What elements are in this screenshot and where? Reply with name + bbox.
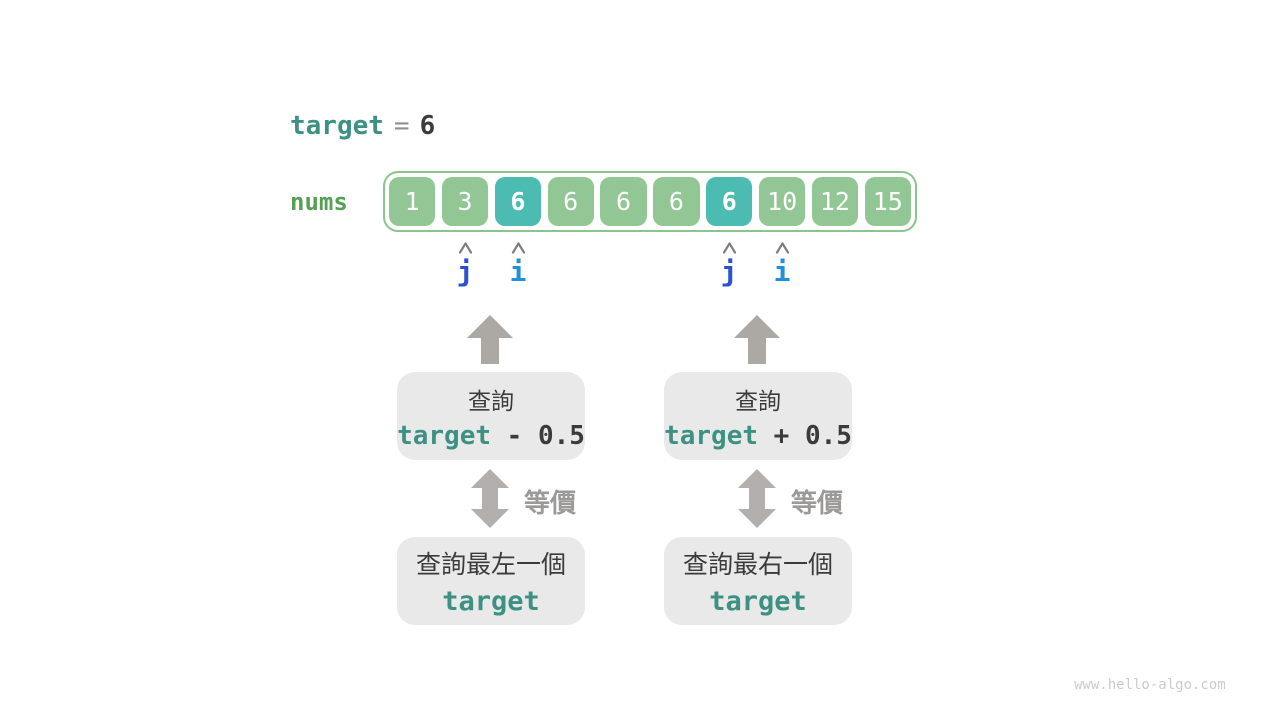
target-variable: target bbox=[442, 586, 540, 617]
result-box-right: 查詢最右一個 target bbox=[664, 537, 852, 625]
double-arrow-icon bbox=[468, 469, 512, 533]
query-box-right: 查詢 target + 0.5 bbox=[664, 372, 852, 460]
target-variable: target bbox=[709, 586, 807, 617]
array-cell: 6 bbox=[547, 177, 594, 226]
equivalence-label: 等價 bbox=[524, 488, 577, 518]
equals-sign: = bbox=[393, 111, 410, 141]
pointer-i-right: i bbox=[770, 242, 794, 286]
up-chevron-icon bbox=[775, 242, 789, 254]
pointer-j-right: j bbox=[717, 242, 741, 286]
pointer-label: i bbox=[773, 255, 791, 288]
target-variable: target bbox=[664, 420, 758, 451]
up-chevron-icon bbox=[458, 242, 472, 254]
result-title: 查詢最左一個 bbox=[415, 551, 566, 579]
result-title: 查詢最右一個 bbox=[682, 551, 833, 579]
pointer-j-left: j bbox=[453, 242, 477, 286]
watermark: www.hello-algo.com bbox=[1074, 677, 1226, 693]
array-cell: 6 bbox=[600, 177, 647, 226]
array-cell-highlighted: 6 bbox=[706, 177, 753, 226]
up-chevron-icon bbox=[511, 242, 525, 254]
query-title: 查詢 bbox=[735, 387, 781, 414]
array-cell: 15 bbox=[864, 177, 911, 226]
query-expression: target - 0.5 bbox=[397, 421, 585, 451]
result-box-left: 查詢最左一個 target bbox=[397, 537, 585, 625]
array-cell: 10 bbox=[758, 177, 806, 226]
up-arrow-icon bbox=[467, 315, 513, 369]
query-box-left: 查詢 target - 0.5 bbox=[397, 372, 585, 460]
target-value: 6 bbox=[419, 111, 436, 141]
double-arrow-icon bbox=[735, 469, 779, 533]
up-chevron-icon bbox=[722, 242, 736, 254]
pointer-label: j bbox=[456, 255, 474, 288]
query-expression: target + 0.5 bbox=[664, 421, 852, 451]
up-arrow-icon bbox=[734, 315, 780, 369]
query-op: + 0.5 bbox=[758, 420, 852, 451]
nums-array: 1 3 6 6 6 6 6 10 12 15 bbox=[383, 171, 917, 232]
array-cell-highlighted: 6 bbox=[494, 177, 542, 226]
nums-label: nums bbox=[290, 188, 348, 216]
equivalence-label: 等價 bbox=[791, 488, 844, 518]
pointer-i-left: i bbox=[506, 242, 530, 286]
target-assignment: target = 6 bbox=[290, 111, 435, 141]
query-title: 查詢 bbox=[468, 387, 514, 414]
array-cell: 6 bbox=[653, 177, 700, 226]
array-cell: 1 bbox=[389, 177, 436, 226]
query-op: - 0.5 bbox=[491, 420, 585, 451]
array-cell: 3 bbox=[441, 177, 489, 226]
target-variable: target bbox=[397, 420, 491, 451]
pointer-label: j bbox=[720, 255, 738, 288]
pointer-label: i bbox=[509, 255, 527, 288]
array-cell: 12 bbox=[811, 177, 859, 226]
target-variable: target bbox=[290, 111, 384, 141]
